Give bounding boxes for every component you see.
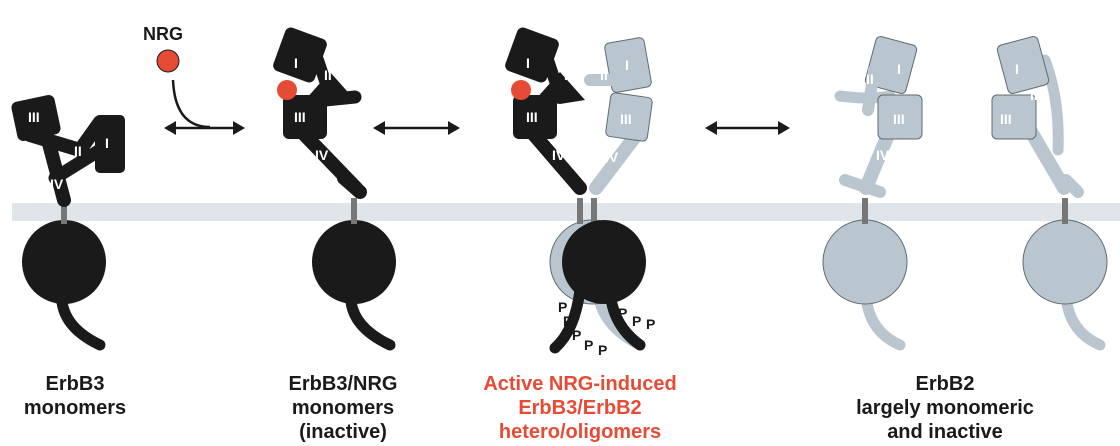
caption-4-line-3: and inactive — [887, 421, 1003, 443]
erbb2-left-label-iii: III — [893, 111, 905, 127]
erbb2-monomer-right: I II III IV — [991, 36, 1108, 351]
erbb3-domain-iii — [11, 94, 61, 142]
erbb3-erbb2-heterodimer: I II III IV I II III IV P P P P P P P P … — [505, 27, 655, 358]
phospho-8: P — [632, 313, 641, 329]
caption-1-line-1: ErbB3 — [45, 373, 105, 395]
erbb3-label-ii: II — [74, 143, 82, 159]
erbb2-partner-label-iii: III — [620, 111, 632, 127]
erbb2-left-kinase-domain — [822, 219, 908, 305]
erbb3-nrg-label-i: I — [294, 55, 298, 71]
erbb2-left-label-i: I — [897, 61, 901, 77]
phospho-6: P — [608, 293, 617, 309]
phospho-3: P — [572, 327, 581, 343]
erbb3-partner-label-iv: IV — [552, 147, 566, 163]
erbb3-label-iii: III — [28, 109, 40, 125]
phospho-5: P — [598, 342, 607, 358]
caption-erbb3-monomers: ErbB3 monomers — [20, 372, 130, 420]
caption-3-line-3: hetero/oligomers — [498, 421, 662, 443]
nrg-label: NRG — [143, 24, 183, 44]
phospho-1: P — [558, 299, 567, 315]
erbb3-nrg-kinase-domain — [312, 220, 396, 304]
erbb3-partner-label-ii: II — [564, 67, 572, 83]
erbb3-partner-label-iii: III — [526, 109, 538, 125]
phospho-4: P — [584, 337, 593, 353]
nrg-binding-curve — [171, 79, 211, 129]
erbb2-partner-label-i: I — [625, 57, 629, 73]
erbb3-monomer: III II I IV — [11, 94, 125, 351]
caption-3-line-1: Active NRG-induced — [483, 373, 677, 395]
caption-2-line-1: ErbB3/NRG — [288, 373, 398, 395]
phospho-2: P — [563, 313, 572, 329]
caption-2-line-2: monomers — [291, 397, 395, 419]
caption-3-line-2: ErbB3/ErbB2 — [518, 397, 642, 419]
caption-2-line-3: (inactive) — [299, 421, 387, 443]
nrg-ligand — [156, 49, 180, 73]
double-arrow-1 — [164, 121, 245, 135]
erbb2-right-label-iv: IV — [1018, 149, 1032, 165]
erbb3-partner-kinase-domain — [562, 220, 646, 304]
phospho-9: P — [646, 316, 655, 332]
cell-membrane — [12, 203, 1120, 221]
erbb3-partner-label-i: I — [526, 55, 530, 71]
double-arrow-3 — [705, 121, 790, 135]
caption-4-line-1: ErbB2 — [915, 373, 975, 395]
erbb3-transmembrane — [61, 198, 67, 224]
erbb3-nrg-domain-i — [273, 27, 327, 83]
caption-1-line-2: monomers — [23, 397, 127, 419]
caption-4-line-2: largely monomeric — [856, 397, 1034, 419]
erbb3-nrg-monomer: I II III IV — [273, 27, 396, 351]
caption-erbb3-nrg: ErbB3/NRG monomers (inactive) — [273, 372, 413, 444]
erbb2-monomer-left: I II III IV — [822, 36, 923, 351]
double-arrow-2 — [373, 121, 460, 135]
erbb2-right-label-i: I — [1015, 61, 1019, 77]
erbb3-nrg-label-ii: II — [324, 67, 332, 83]
erbb3-label-i: I — [105, 135, 109, 151]
caption-active-heterodimers: Active NRG-induced ErbB3/ErbB2 hetero/ol… — [465, 372, 695, 444]
erbb3-label-iv: IV — [50, 176, 64, 192]
caption-erbb2-monomeric: ErbB2 largely monomeric and inactive — [845, 372, 1045, 444]
erbb2-right-label-ii: II — [1030, 87, 1038, 103]
erbb2-partner-label-iv: IV — [605, 149, 619, 165]
erbb3-kinase-domain — [22, 220, 106, 304]
erbb2-left-label-iv: IV — [876, 147, 890, 163]
erbb2-right-kinase-domain — [1022, 219, 1108, 305]
erbb3-nrg-label-iv: IV — [315, 147, 329, 163]
erbb2-partner-label-ii: II — [600, 67, 608, 83]
erbb2-left-label-ii: II — [866, 71, 874, 87]
heterodimer-bound-nrg — [511, 80, 531, 100]
erbb3-nrg-label-iii: III — [294, 109, 306, 125]
erbb2-right-label-iii: III — [1000, 111, 1012, 127]
erbb3-domain-i — [95, 115, 125, 173]
erbb3-bound-nrg — [277, 80, 297, 100]
erbb3-nrg-domain-iii — [283, 95, 327, 139]
phospho-7: P — [618, 305, 627, 321]
